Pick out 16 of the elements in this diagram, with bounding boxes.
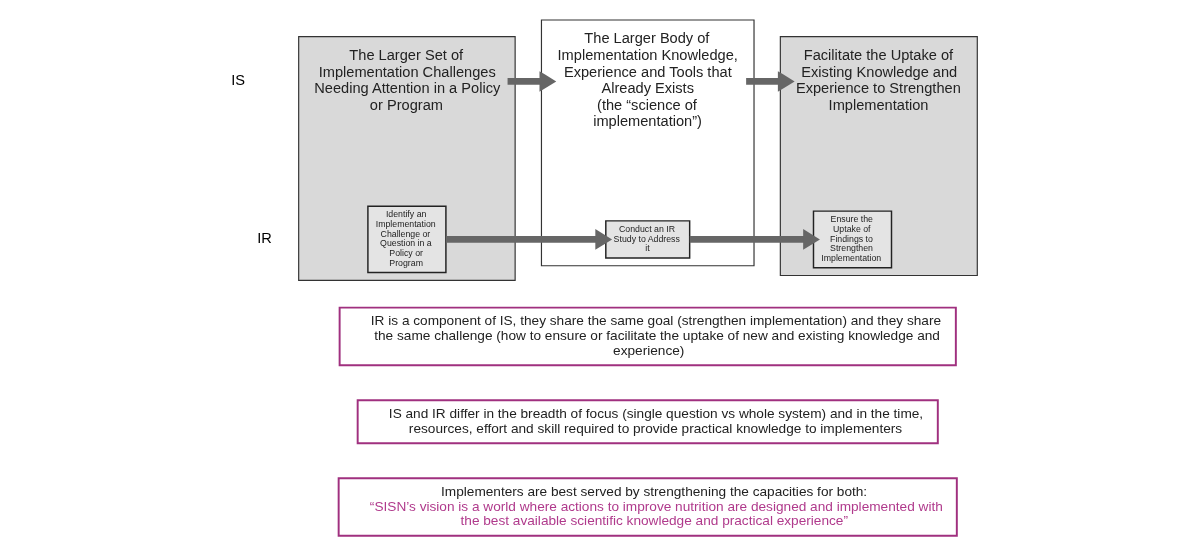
arrow (507, 71, 556, 92)
arrow (445, 229, 612, 250)
arrow (745, 71, 795, 92)
arrow (689, 229, 820, 250)
node-box: IR is a component of IS, they share the same goal (strengthen implementation) and they share the same challenge (how to ensure or facilitate the uptake of new and existing knowledge and experience) (338, 306, 957, 367)
node-box: IS and IR differ in the breadth of focus (single question vs whole system) and in the time, resources, effort and skill required to provide practical knowledge to implementers (356, 399, 939, 445)
node-box: Conduct an IR Study to Address it (604, 220, 690, 259)
node-text: The Larger Set of Implementation Challenges Needing Attention in a Policy or Program (313, 46, 500, 113)
node-box: Ensure the Uptake of Findings to Strengthen Implementation (812, 210, 892, 269)
node-text: Facilitate the Uptake of Existing Knowledge and Experience to Strengthen Implementation (795, 46, 961, 113)
label: IR (256, 229, 272, 246)
label: IS (230, 71, 245, 88)
node-text: The Larger Body of Implementation Knowledge, Experience and Tools that Already Exists (the “science of implementation”) (557, 30, 738, 130)
node-box: Identify an Implementation Challenge or Question in a Policy or Program (366, 205, 447, 274)
cluster (297, 36, 516, 281)
node-box: Implementers are best served by strengthening the capacities for both: “SISN’s vision is a world where actions to improve nutrition are designed and implemented with the best available scientific knowledge and practical experience” (337, 477, 958, 537)
